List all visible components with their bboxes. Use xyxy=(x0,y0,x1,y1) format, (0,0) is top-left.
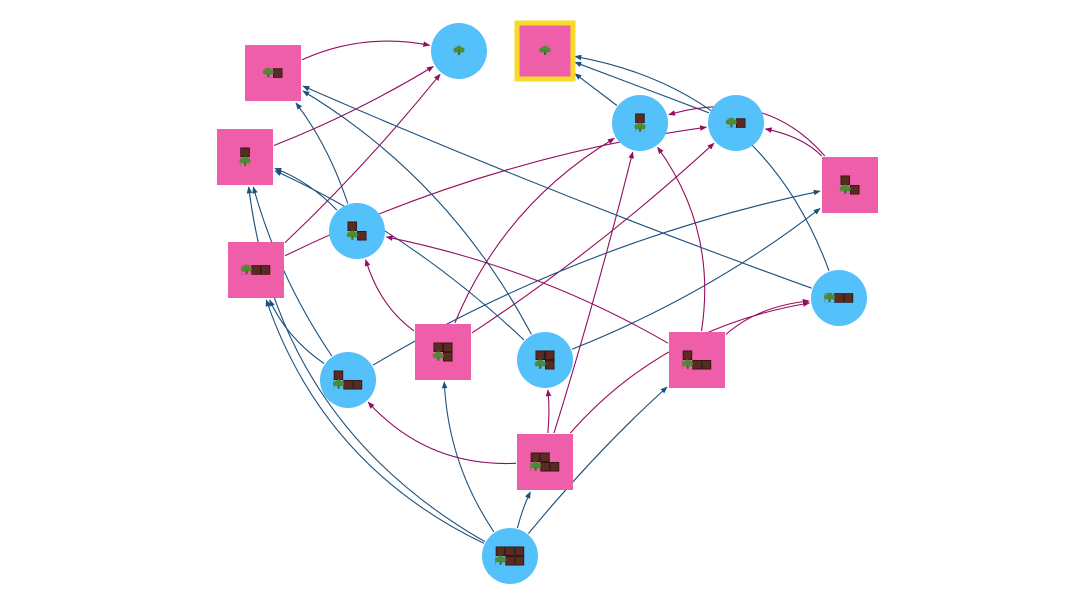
edge-n14-to-n10 xyxy=(725,298,810,335)
node-n12 xyxy=(415,324,471,380)
chocolate-block-icon xyxy=(260,265,271,275)
chocolate-block-icon xyxy=(682,350,693,360)
edge-n15-to-n13 xyxy=(545,389,552,434)
node-n2 xyxy=(431,23,487,79)
broccoli-icon xyxy=(823,292,836,302)
edge-n5-to-n3 xyxy=(574,73,618,106)
broccoli-icon xyxy=(539,45,551,55)
edge-n10-to-n1 xyxy=(302,85,812,289)
chocolate-block-icon xyxy=(442,342,453,352)
chocolate-block-icon xyxy=(333,370,344,380)
chocolate-block-icon xyxy=(692,359,702,370)
chocolate-block-icon xyxy=(535,350,546,360)
node-n16 xyxy=(482,528,538,584)
chocolate-block-icon xyxy=(352,379,363,390)
edge-n14-to-n5 xyxy=(657,146,706,332)
chocolate-block-icon xyxy=(505,556,515,566)
chocolate-block-icon xyxy=(843,293,854,303)
chocolate-block-icon xyxy=(701,359,712,370)
node-n13 xyxy=(517,332,573,388)
broccoli-icon xyxy=(494,555,507,565)
chocolate-block-icon xyxy=(545,350,555,360)
broccoli-icon xyxy=(534,359,546,369)
chocolate-block-icon xyxy=(495,546,506,557)
edge-n1-to-n2 xyxy=(301,40,431,61)
chocolate-block-icon xyxy=(540,452,550,462)
chocolate-block-icon xyxy=(505,546,515,557)
chocolate-block-icon xyxy=(540,461,550,472)
node-n5 xyxy=(612,95,668,151)
edge-n13-to-n4 xyxy=(274,170,525,341)
node-n9 xyxy=(228,242,284,298)
chocolate-block-icon xyxy=(514,546,525,557)
node-n4 xyxy=(217,129,273,185)
broccoli-icon xyxy=(529,461,542,471)
broccoli-icon xyxy=(634,122,646,132)
chocolate-block-icon xyxy=(356,230,367,241)
edge-n15-to-n5 xyxy=(553,151,634,434)
chocolate-block-icon xyxy=(736,118,746,128)
node-n3 xyxy=(514,20,576,82)
chocolate-block-icon xyxy=(850,184,860,195)
chocolate-block-icon xyxy=(347,221,357,231)
chocolate-block-icon xyxy=(840,175,851,185)
node-n11 xyxy=(320,352,376,408)
chocolate-block-icon xyxy=(433,342,443,352)
edge-n12-to-n5 xyxy=(454,137,615,324)
node-n15 xyxy=(517,434,573,490)
chocolate-block-icon xyxy=(635,113,645,124)
edge-n11-to-n4 xyxy=(252,186,333,357)
edge-n15-to-n11 xyxy=(367,401,517,465)
chocolate-block-icon xyxy=(514,556,525,566)
broccoli-icon xyxy=(346,230,358,240)
broccoli-icon xyxy=(681,359,694,369)
edge-n8-to-n1 xyxy=(295,102,349,204)
edge-n9-to-n2 xyxy=(284,73,441,243)
chocolate-block-icon xyxy=(240,147,250,157)
node-n1 xyxy=(245,45,301,101)
broccoli-icon xyxy=(332,379,345,389)
edge-n13-to-n7 xyxy=(571,207,821,350)
broccoli-icon xyxy=(839,184,851,194)
edge-n12-to-n8 xyxy=(364,259,415,332)
edge-n14-to-n8 xyxy=(385,235,669,344)
broccoli-icon xyxy=(725,117,737,127)
chocolate-block-icon xyxy=(545,359,555,370)
edge-n10-to-n3 xyxy=(574,54,830,271)
nodes-layer xyxy=(217,20,878,584)
chocolate-block-icon xyxy=(549,461,560,472)
broccoli-icon xyxy=(453,45,465,55)
chocolate-block-icon xyxy=(530,452,541,462)
chocolate-block-icon xyxy=(834,293,844,303)
chocolate-block-icon xyxy=(251,265,261,275)
node-n8 xyxy=(329,203,385,259)
chocolate-block-icon xyxy=(272,68,283,78)
broccoli-icon xyxy=(262,67,274,77)
broccoli-icon xyxy=(239,156,251,166)
broccoli-icon xyxy=(240,264,253,274)
edge-n4-to-n2 xyxy=(273,66,434,147)
node-n7 xyxy=(822,157,878,213)
edge-n13-to-n1 xyxy=(302,90,532,335)
edge-n16-to-n15 xyxy=(516,491,531,529)
edge-n16-to-n9 xyxy=(265,299,485,544)
edge-n12-to-n6 xyxy=(471,142,715,334)
edge-n6-to-n3 xyxy=(574,61,710,114)
edge-n11-to-n9 xyxy=(269,299,325,365)
chocolate-block-icon xyxy=(442,351,453,362)
node-n10 xyxy=(811,270,867,326)
chocolate-block-icon xyxy=(343,379,353,390)
node-n6 xyxy=(708,95,764,151)
broccoli-icon xyxy=(432,351,444,361)
edge-n7-to-n6 xyxy=(764,127,823,157)
edge-n16-to-n14 xyxy=(527,386,668,534)
edge-n16-to-n12 xyxy=(441,381,495,533)
node-n14 xyxy=(669,332,725,388)
